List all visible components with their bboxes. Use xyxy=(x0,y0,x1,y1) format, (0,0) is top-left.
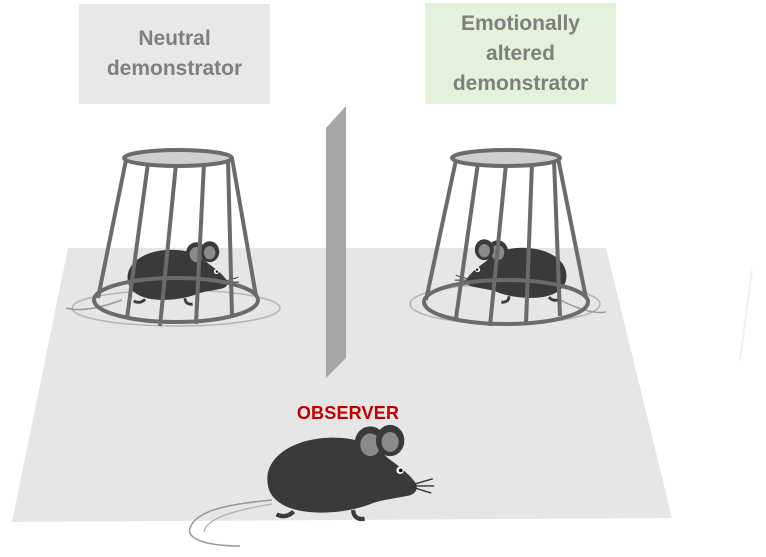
wire-cup-cage-icon xyxy=(65,148,281,327)
partition-wall xyxy=(326,106,346,378)
neutral-demonstrator-label: Neutral demonstrator xyxy=(79,4,270,104)
emotionally-altered-demonstrator-label: Emotionally altered demonstrator xyxy=(425,3,616,104)
observer-label: OBSERVER xyxy=(296,403,400,423)
observer-mouse-icon xyxy=(188,425,435,547)
arena-floor xyxy=(12,248,672,522)
wire-cup-cage-icon xyxy=(409,148,607,327)
